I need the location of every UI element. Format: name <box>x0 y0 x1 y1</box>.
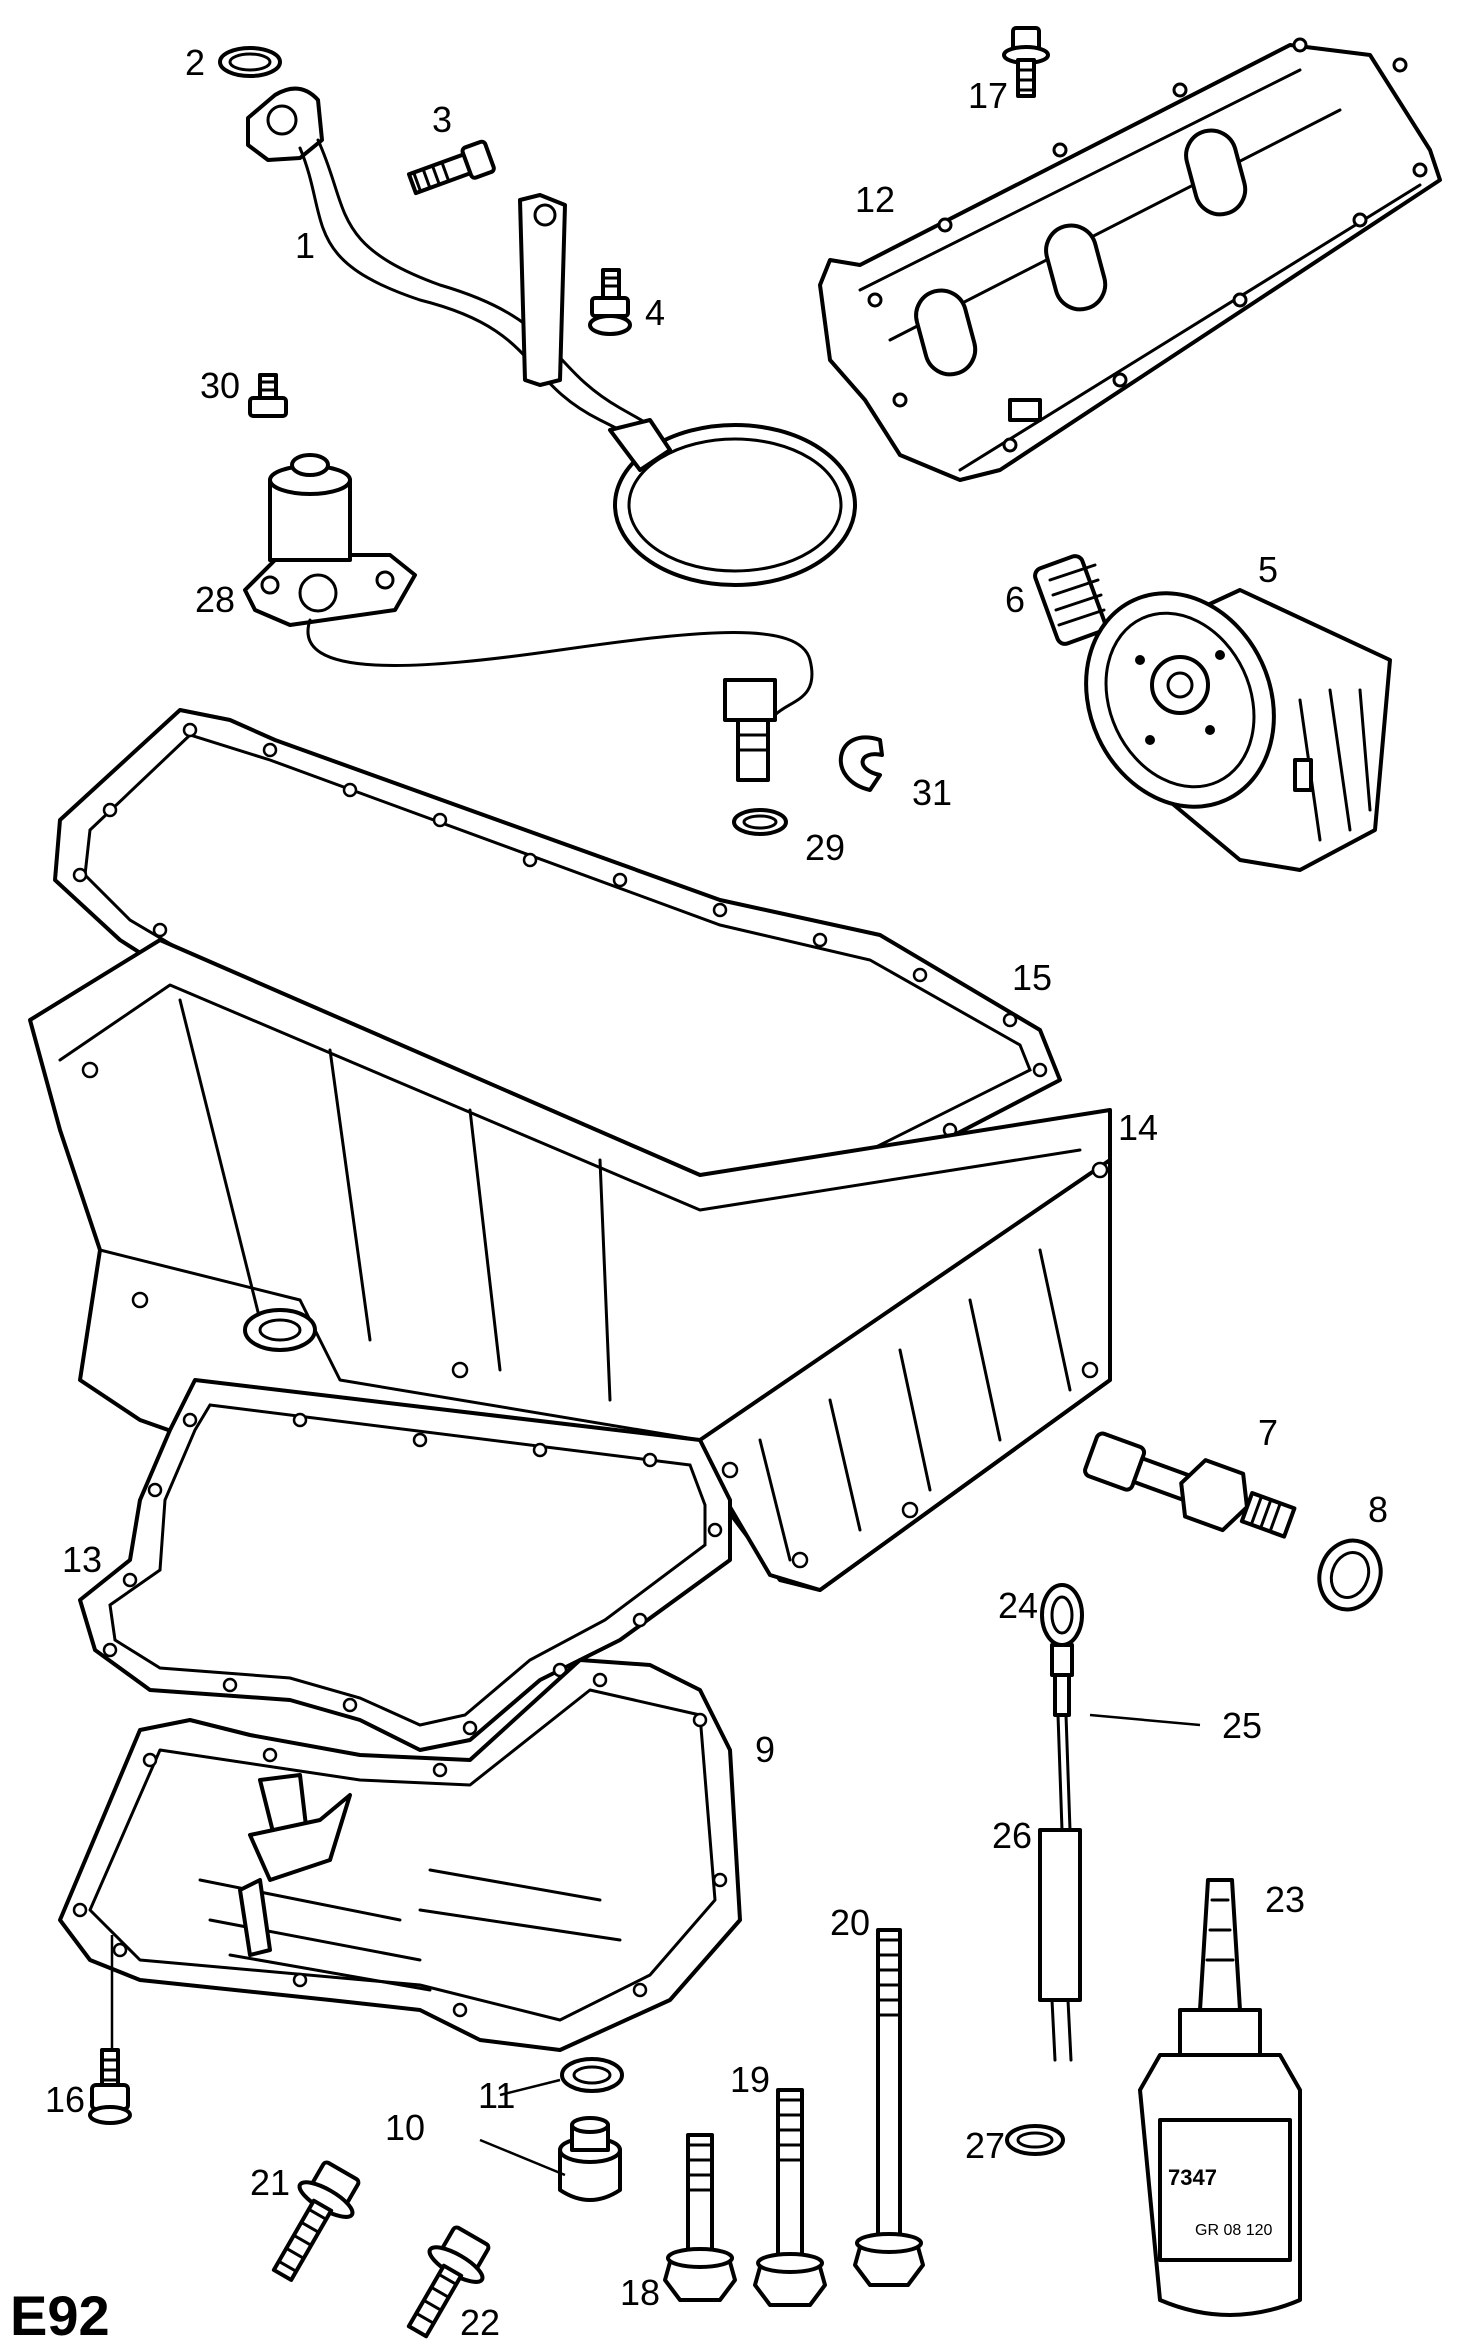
callout-27: 27 <box>965 2125 1005 2166</box>
callout-23: 23 <box>1265 1879 1305 1920</box>
callout-4: 4 <box>645 292 665 333</box>
callout-18: 18 <box>620 2272 660 2313</box>
part-17-bolt <box>1002 26 1050 98</box>
callout-29: 29 <box>805 827 845 868</box>
callout-3: 3 <box>432 99 452 140</box>
callout-labels: 1 2 3 4 5 6 7 8 9 10 11 12 13 14 15 16 1… <box>45 42 1388 2343</box>
callout-13: 13 <box>62 1539 102 1580</box>
part-5-oil-filter <box>1084 588 1392 872</box>
part-12-baffle-plate <box>818 37 1442 482</box>
part-19-bolt <box>753 2088 827 2307</box>
part-11-seal-ring <box>560 2057 624 2093</box>
bottle-label-sub: GR 08 120 <box>1195 2222 1272 2239</box>
part-27-seal-ring <box>1005 2124 1065 2156</box>
callout-20: 20 <box>830 1902 870 1943</box>
callout-14: 14 <box>1118 1107 1158 1148</box>
callout-22: 22 <box>460 2302 500 2343</box>
callout-17: 17 <box>968 75 1008 116</box>
part-2-seal-ring <box>218 46 282 78</box>
part-6-threaded-nipple <box>1033 554 1107 646</box>
part-23-sealant-bottle <box>1138 1878 1302 2317</box>
part-20-bolt <box>853 1928 925 2287</box>
part-29-connector-seal <box>723 678 788 836</box>
part-30-bolt <box>248 373 288 418</box>
part-18-bolt <box>663 2133 737 2302</box>
part-28-oil-level-sensor <box>243 453 814 717</box>
callout-21: 21 <box>250 2162 290 2203</box>
callout-9: 9 <box>755 1729 775 1770</box>
part-10-drain-plug <box>558 2116 622 2202</box>
part-13-lower-gasket <box>78 1378 732 1752</box>
callout-10: 10 <box>385 2107 425 2148</box>
part-22-bolt <box>406 2225 491 2339</box>
callout-30: 30 <box>200 365 240 406</box>
callout-8: 8 <box>1368 1489 1388 1530</box>
part-4-bolt <box>588 268 632 336</box>
callout-28: 28 <box>195 579 235 620</box>
callout-6: 6 <box>1005 579 1025 620</box>
part-16-bolt <box>88 2048 132 2125</box>
callout-16: 16 <box>45 2079 85 2120</box>
part-21-bolt <box>271 2160 361 2282</box>
callout-15: 15 <box>1012 957 1052 998</box>
callout-1: 1 <box>295 225 315 266</box>
callout-2: 2 <box>185 42 205 83</box>
callout-5: 5 <box>1258 549 1278 590</box>
diagram-code: E92 <box>10 2284 110 2347</box>
callout-11: 11 <box>478 2075 515 2116</box>
bottle-label-number: 7347 <box>1168 2165 1217 2190</box>
callout-7: 7 <box>1258 1412 1278 1453</box>
callout-19: 19 <box>730 2059 770 2100</box>
part-24-26-dipstick <box>1038 1583 1084 2062</box>
part-31-clip <box>838 735 884 792</box>
callout-26: 26 <box>992 1815 1032 1856</box>
part-1-oil-pickup-pipe <box>246 86 857 587</box>
callout-31: 31 <box>912 772 952 813</box>
part-3-bolt <box>406 139 496 196</box>
callout-12: 12 <box>855 179 895 220</box>
leader-lines <box>110 1713 1201 2177</box>
part-7-oil-pressure-switch <box>1083 1431 1297 1539</box>
callout-24: 24 <box>998 1585 1038 1626</box>
part-9-lower-oil-pan <box>58 1658 742 2052</box>
part-8-seal-ring <box>1317 1538 1383 1612</box>
callout-25: 25 <box>1222 1705 1262 1746</box>
